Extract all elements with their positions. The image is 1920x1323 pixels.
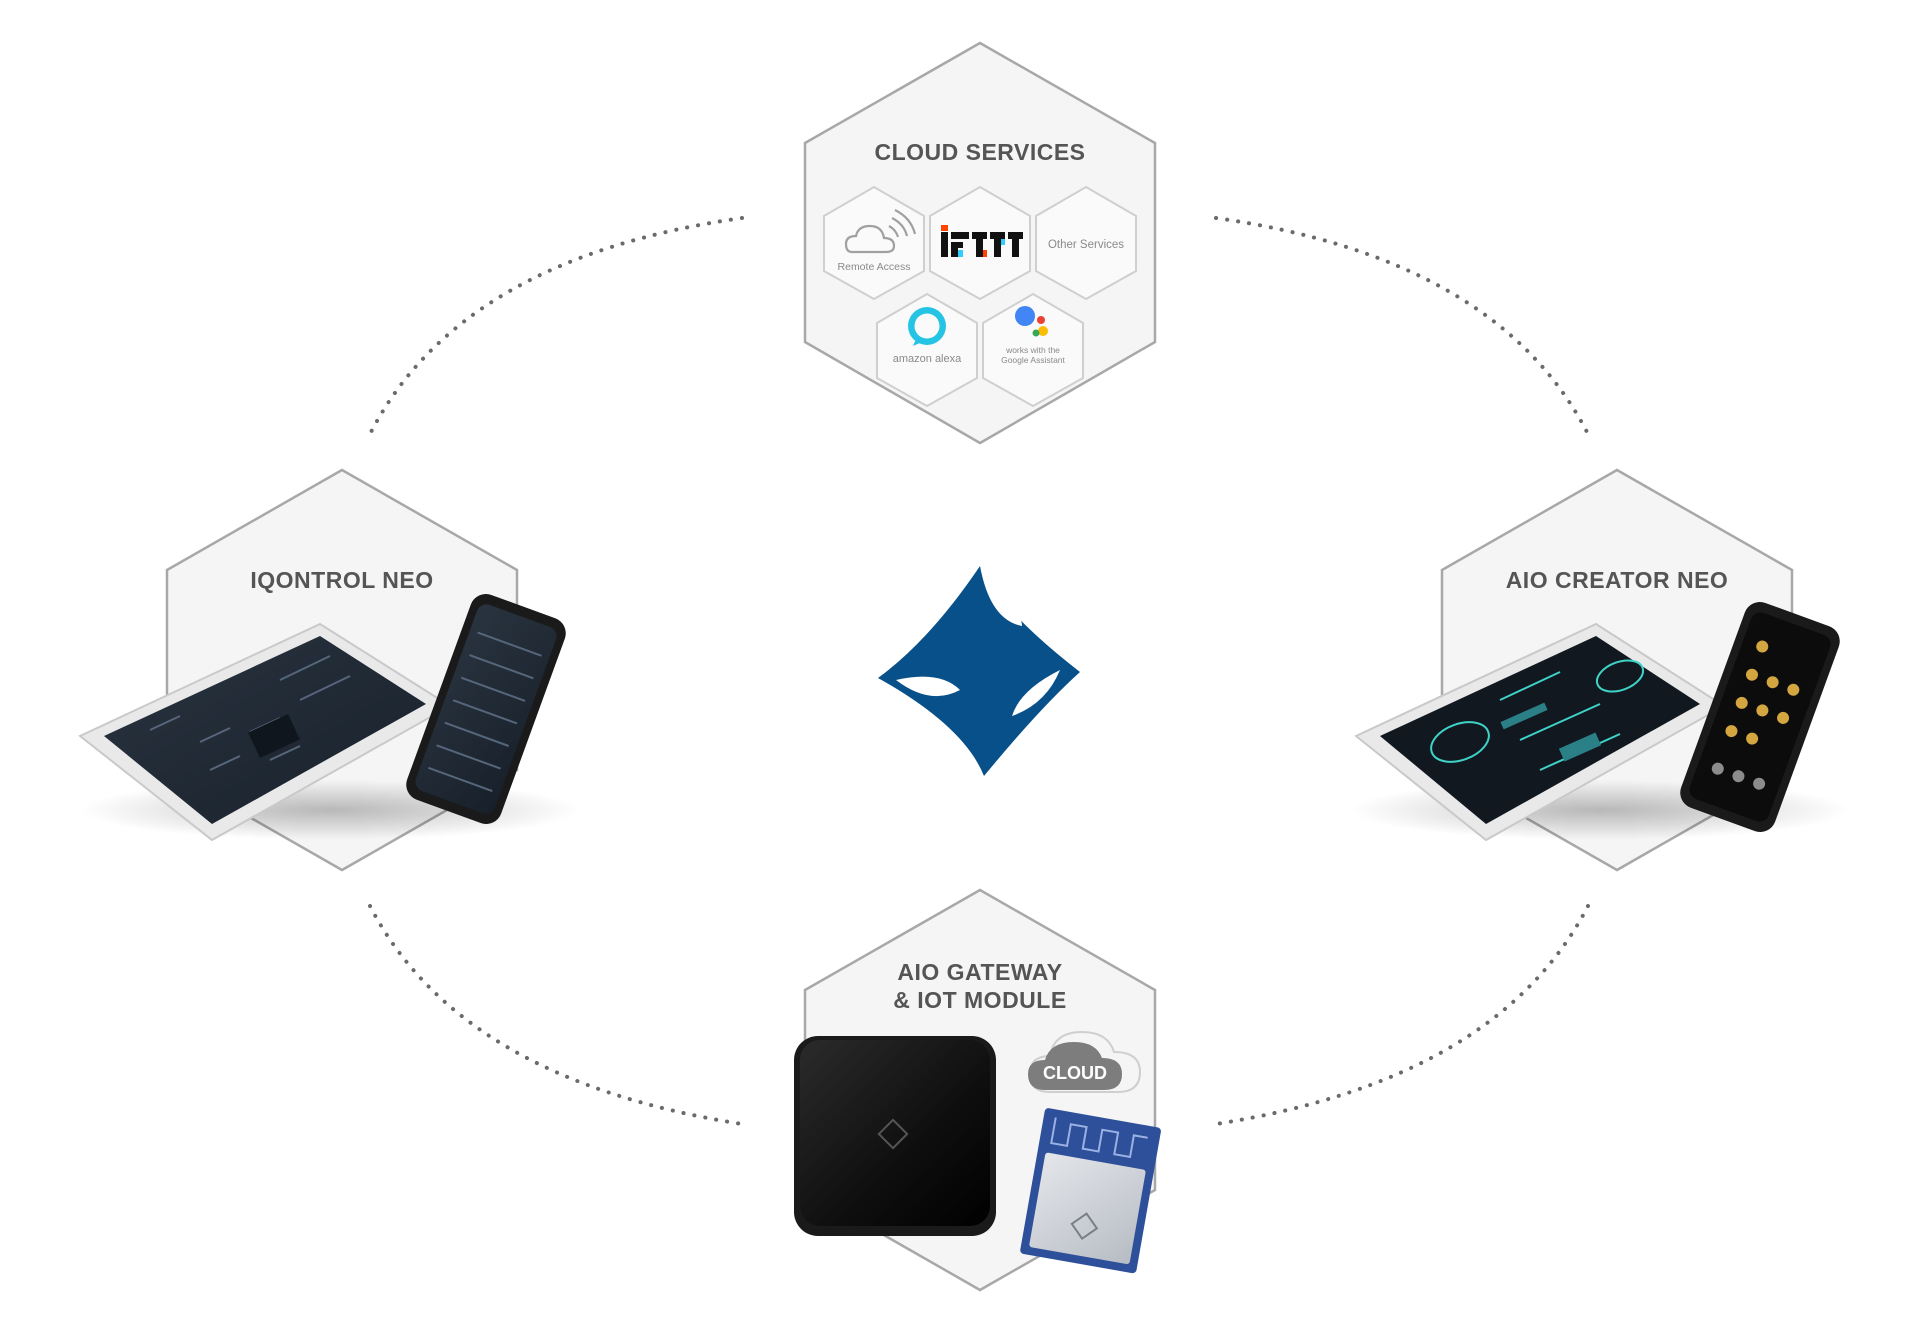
gateway-title-line1: AIO GATEWAY [897, 959, 1062, 985]
creator-phone [1680, 601, 1840, 833]
iqontrol-phone [406, 593, 566, 825]
gateway-title-line2: & IOT MODULE [893, 987, 1066, 1013]
google-assistant-tile: works with the Google Assistant [982, 292, 1084, 408]
ifttt-tile [929, 185, 1031, 301]
cloud-services-title: CLOUD SERVICES [874, 139, 1085, 165]
amazon-alexa-tile: amazon alexa [876, 292, 978, 408]
arc-top-right [1214, 216, 1590, 436]
arc-bottom-right [1214, 904, 1590, 1126]
iot-module [1020, 1108, 1161, 1274]
gateway-logo-icon [877, 1118, 909, 1150]
aio-creator-neo-node: AIO CREATOR NEO [1350, 468, 1850, 872]
google-assistant-dots-icon [1015, 306, 1048, 337]
aio-gateway-node: AIO GATEWAY & IOT MODULE CLOUD [794, 888, 1161, 1292]
cloud-badge-label: CLOUD [1043, 1063, 1107, 1083]
remote-access-tile: Remote Access [823, 185, 925, 301]
other-services-label: Other Services [1048, 239, 1124, 251]
connector-arcs [368, 216, 1590, 1126]
other-services-tile: Other Services [1035, 185, 1137, 301]
cloud-wifi-icon [844, 209, 917, 254]
cloud-badge: CLOUD [1028, 1030, 1142, 1093]
iqontrol-neo-node: IQONTROL NEO [78, 468, 580, 872]
cloud-services-node: CLOUD SERVICES Remote Access [803, 41, 1157, 445]
brand-star-diamond-icon [878, 566, 1080, 776]
arc-top-left [368, 216, 744, 436]
gateway-device [794, 1036, 996, 1236]
alexa-label: amazon alexa [893, 353, 962, 365]
google-line2: Google Assistant [1001, 355, 1065, 365]
iot-logo-icon [1070, 1212, 1099, 1241]
remote-access-label: Remote Access [838, 261, 911, 273]
ifttt-logo [941, 225, 1023, 257]
iqontrol-tablet [78, 622, 452, 842]
arc-bottom-left [368, 904, 744, 1126]
alexa-ring-icon [908, 307, 946, 346]
google-line1: works with the [1005, 345, 1060, 355]
iqontrol-title: IQONTROL NEO [250, 567, 433, 593]
creator-title: AIO CREATOR NEO [1506, 567, 1729, 593]
